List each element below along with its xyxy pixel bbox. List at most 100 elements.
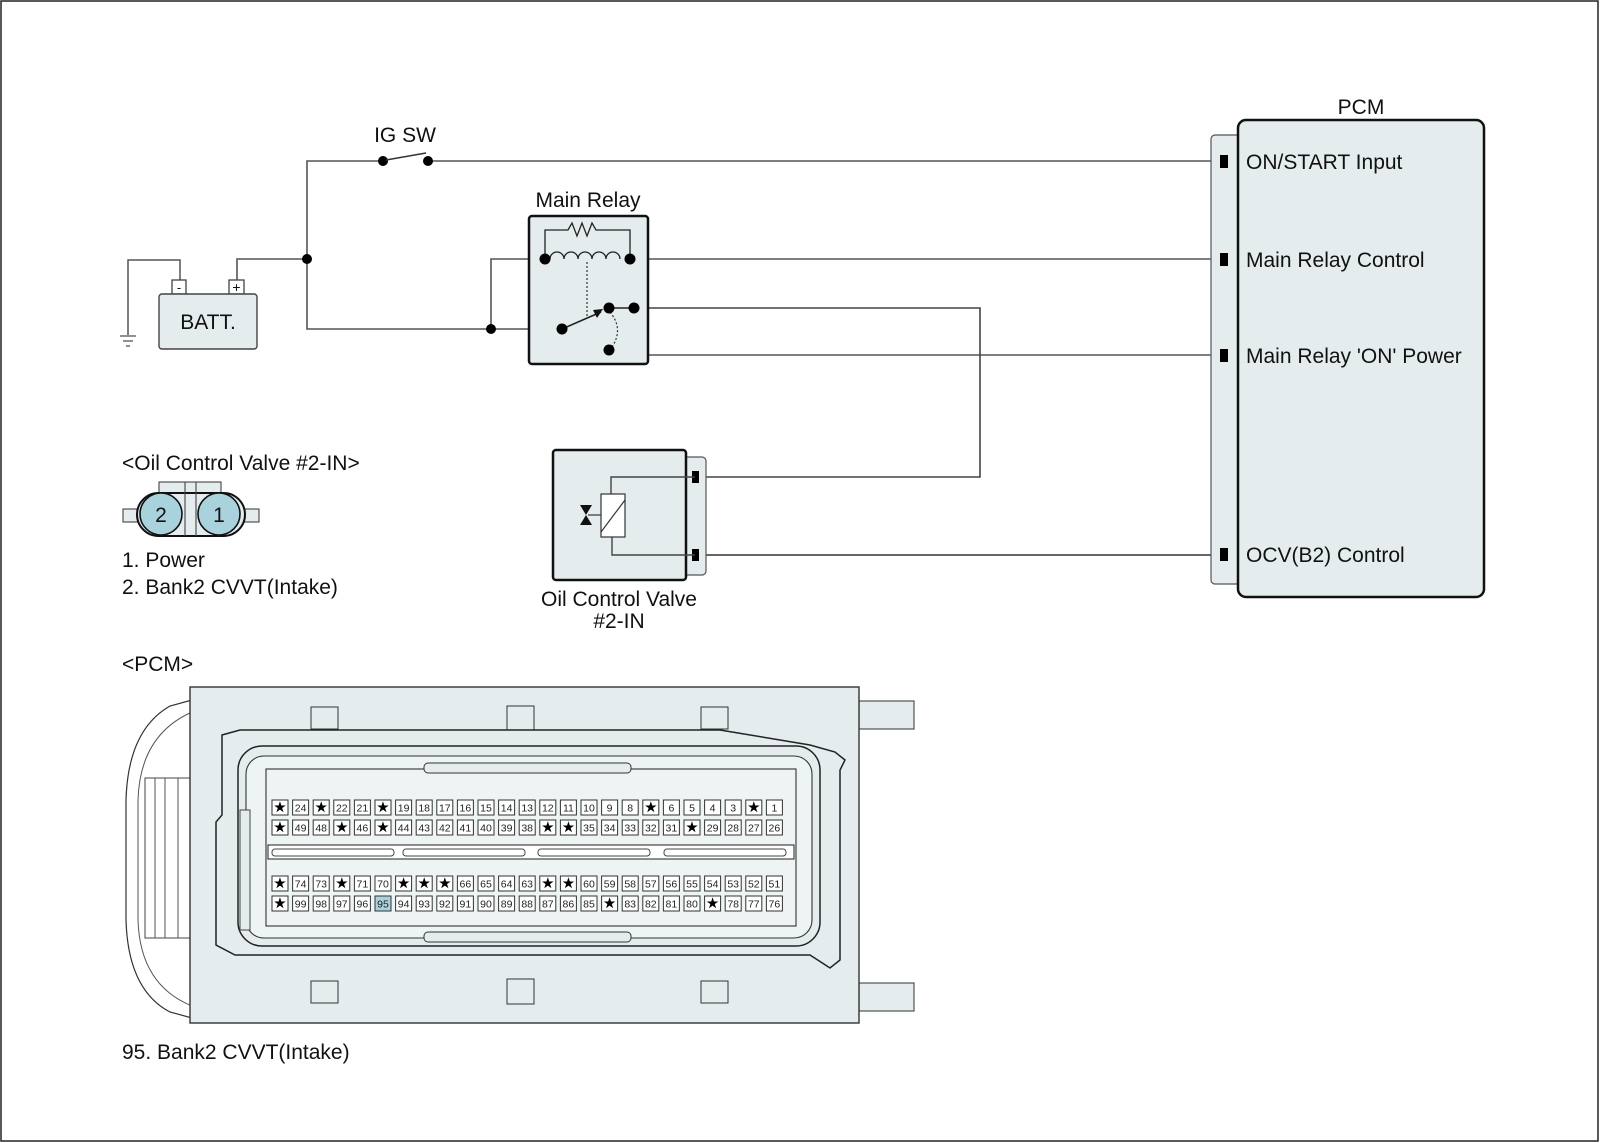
pcm-pin bbox=[415, 799, 433, 816]
pcm-pin-number: 9 bbox=[607, 803, 613, 815]
wire-batt-plus bbox=[236, 258, 307, 280]
battery-minus-label: - bbox=[177, 280, 181, 295]
pcm-pin bbox=[312, 875, 330, 892]
pcm-pin bbox=[477, 875, 495, 892]
pcm-pin bbox=[662, 799, 680, 816]
main-relay-label: Main Relay bbox=[535, 189, 641, 212]
pcm-pin bbox=[621, 875, 639, 892]
pcm-pin-number: 8 bbox=[627, 803, 633, 815]
pcm-pin-unused bbox=[436, 875, 454, 892]
star-icon: ★ bbox=[707, 896, 719, 911]
pcm-pin-number: 31 bbox=[666, 823, 678, 835]
wire-to-igsw bbox=[306, 160, 383, 259]
pcm-pin-number: 28 bbox=[727, 823, 739, 835]
pcm-pin-number: 60 bbox=[583, 879, 595, 891]
battery: - + BATT. bbox=[120, 259, 258, 350]
pcm-pin-number: 78 bbox=[727, 899, 739, 911]
pcm-pin-number: 51 bbox=[769, 879, 781, 891]
wire-relay-coil-feed bbox=[490, 258, 545, 329]
pcm-pin-number: 21 bbox=[357, 803, 369, 815]
pcm-pin bbox=[662, 819, 680, 836]
ig-switch-label: IG SW bbox=[374, 124, 436, 147]
pcm-pin-number: 5 bbox=[689, 803, 695, 815]
pcm-pin bbox=[456, 819, 474, 836]
pcm-pin bbox=[662, 875, 680, 892]
pcm-pin-number: 80 bbox=[686, 899, 698, 911]
ground-icon bbox=[120, 335, 136, 347]
pcm-pin-number: 10 bbox=[583, 803, 595, 815]
pcm-pin bbox=[724, 875, 742, 892]
pcm-connector-view: <PCM> bbox=[122, 653, 915, 1064]
pcm-pin bbox=[395, 895, 413, 912]
pcm-pin bbox=[683, 895, 701, 912]
pcm-pin-number: 66 bbox=[460, 879, 472, 891]
pcm-pin bbox=[765, 875, 783, 892]
pcm-pin bbox=[724, 819, 742, 836]
pcm-pin-unused bbox=[539, 875, 557, 892]
pcm-pin bbox=[642, 895, 660, 912]
pcm-pin bbox=[456, 875, 474, 892]
wire-relay-to-ocv bbox=[634, 307, 981, 478]
pcm-pin bbox=[395, 819, 413, 836]
pcm-pin-number: 87 bbox=[542, 899, 554, 911]
oil-control-valve: Oil Control Valve #2-IN bbox=[541, 448, 707, 633]
pcm-pin-number: 15 bbox=[480, 803, 492, 815]
pcm-pin bbox=[498, 895, 516, 912]
star-icon: ★ bbox=[315, 800, 327, 815]
pcm-pin-unused bbox=[395, 875, 413, 892]
pcm-pin bbox=[415, 819, 433, 836]
pcm-pin bbox=[518, 875, 536, 892]
pcm-pin-number: 89 bbox=[501, 899, 513, 911]
battery-body bbox=[158, 293, 258, 350]
pcm-pin-unused bbox=[312, 799, 330, 816]
pcm-pin-number: 53 bbox=[727, 879, 739, 891]
pcm-pin-number: 27 bbox=[748, 823, 760, 835]
pcm-pin bbox=[683, 799, 701, 816]
pcm-connector-title: <PCM> bbox=[122, 653, 193, 676]
pcm-pin-number: 58 bbox=[624, 879, 636, 891]
pcm-pin-unused bbox=[271, 819, 289, 836]
ocv-label-line2: #2-IN bbox=[593, 610, 644, 633]
star-icon: ★ bbox=[686, 820, 698, 835]
pcm-pin-unused bbox=[683, 819, 701, 836]
pcm-pin-number: 35 bbox=[583, 823, 595, 835]
pcm-pin-number: 16 bbox=[460, 803, 472, 815]
pcm-pin-number: 74 bbox=[295, 879, 307, 891]
pcm-pin bbox=[539, 799, 557, 816]
pcm-pin bbox=[724, 799, 742, 816]
pcm-pin bbox=[642, 819, 660, 836]
pcm-pin bbox=[765, 895, 783, 912]
star-icon: ★ bbox=[542, 876, 554, 891]
pcm-pin-unused bbox=[271, 875, 289, 892]
pcm-pin bbox=[601, 799, 619, 816]
pcm-pin bbox=[415, 895, 433, 912]
pcm-pin bbox=[724, 895, 742, 912]
pcm-pin-number: 24 bbox=[295, 803, 307, 815]
pcm-pin bbox=[353, 819, 371, 836]
pcm-pin bbox=[662, 895, 680, 912]
pcm-pin-number: 81 bbox=[666, 899, 678, 911]
star-icon: ★ bbox=[274, 896, 286, 911]
pcm-pin bbox=[333, 895, 351, 912]
ocv-legend-item: 2. Bank2 CVVT(Intake) bbox=[122, 576, 338, 599]
pcm-pin-unused bbox=[642, 799, 660, 816]
pcm-pin-number: 57 bbox=[645, 879, 657, 891]
star-icon: ★ bbox=[377, 820, 389, 835]
pcm-pin-number: 17 bbox=[439, 803, 451, 815]
pcm-pin bbox=[518, 799, 536, 816]
pcm-pin bbox=[745, 875, 763, 892]
pcm-pin bbox=[518, 895, 536, 912]
pcm-pin bbox=[477, 895, 495, 912]
pcm-pin-number: 88 bbox=[521, 899, 533, 911]
pcm-pin-number: 6 bbox=[668, 803, 674, 815]
pcm-pin bbox=[621, 895, 639, 912]
pcm-pin-number: 18 bbox=[418, 803, 430, 815]
pcm-connector-legend: 95. Bank2 CVVT(Intake) bbox=[122, 1041, 350, 1064]
ocv-connector-pin bbox=[139, 492, 183, 536]
pcm-pin bbox=[518, 819, 536, 836]
pcm-pin bbox=[292, 895, 310, 912]
pcm-pin bbox=[621, 799, 639, 816]
pcm-pin-unused bbox=[704, 895, 722, 912]
pcm-pin-number: 92 bbox=[439, 899, 451, 911]
